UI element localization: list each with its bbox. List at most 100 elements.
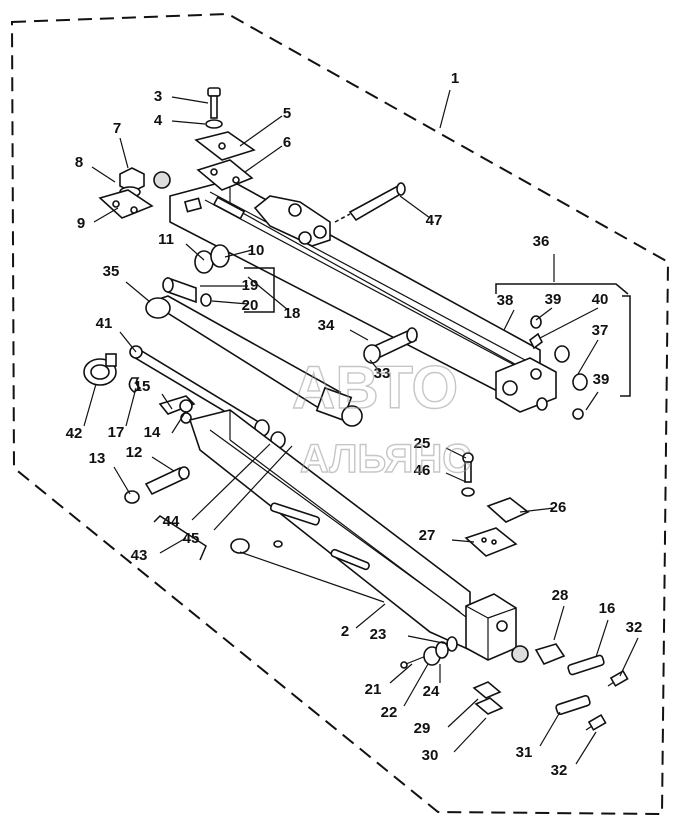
callout-c21: 21 xyxy=(365,681,382,698)
leader-c7 xyxy=(119,137,129,169)
leader-c43 xyxy=(159,537,187,554)
leader-c26 xyxy=(519,507,555,513)
washer-13 xyxy=(124,490,140,504)
bracket-40 xyxy=(620,295,631,397)
leader-c39b xyxy=(585,391,599,411)
callout-c24: 24 xyxy=(423,683,440,700)
leader-c12 xyxy=(151,456,175,472)
leader-c2 xyxy=(355,603,386,629)
pin-47 xyxy=(334,182,406,223)
callout-c16: 16 xyxy=(599,600,616,617)
callout-c42: 42 xyxy=(66,425,83,442)
leader-c40 xyxy=(539,307,599,339)
bracket-36 xyxy=(495,283,629,295)
callout-c45: 45 xyxy=(183,530,200,547)
cylinder-35 xyxy=(145,295,363,427)
plate-6-hole-a xyxy=(210,168,218,176)
callout-c12: 12 xyxy=(126,444,143,461)
washer-23 xyxy=(446,636,458,652)
callout-c14: 14 xyxy=(144,424,161,441)
callout-c46: 46 xyxy=(414,462,431,479)
leader-c32a xyxy=(619,637,639,677)
callout-c2: 2 xyxy=(341,623,349,640)
leader-c17 xyxy=(125,387,137,427)
oring-39-upper xyxy=(530,315,542,329)
callout-c22: 22 xyxy=(381,704,398,721)
leader-c20 xyxy=(211,300,249,305)
callout-c9: 9 xyxy=(77,215,85,232)
callout-c34: 34 xyxy=(318,317,335,334)
callout-c19: 19 xyxy=(242,277,259,294)
plate-9-hole-a xyxy=(112,200,120,208)
bolt-25 xyxy=(462,452,474,483)
bolt-3 xyxy=(207,87,221,119)
plate-27 xyxy=(464,527,518,557)
lubrication-marker-top xyxy=(153,171,171,189)
callout-c3: 3 xyxy=(154,88,162,105)
leader-c41 xyxy=(119,331,137,353)
callout-c40: 40 xyxy=(592,291,609,308)
hinge-bracket xyxy=(253,195,331,247)
watermark-line-1: АВТО xyxy=(292,354,458,421)
callout-c32a: 32 xyxy=(626,619,643,636)
callout-c10: 10 xyxy=(248,242,265,259)
callout-c41: 41 xyxy=(96,315,113,332)
washer-46 xyxy=(461,487,475,497)
leader-lines xyxy=(83,89,639,765)
leader-c25 xyxy=(445,447,467,459)
callout-c35: 35 xyxy=(103,263,120,280)
leader-c5 xyxy=(239,115,283,147)
callout-c17: 17 xyxy=(108,424,125,441)
sleeve-19 xyxy=(162,276,197,304)
link-15 xyxy=(158,395,196,415)
callout-c23: 23 xyxy=(370,626,387,643)
leader-c13 xyxy=(113,466,131,495)
callout-c31: 31 xyxy=(516,744,533,761)
pad-30 xyxy=(474,697,504,715)
callout-c44: 44 xyxy=(163,513,180,530)
washer-14 xyxy=(180,412,192,424)
screw-32-lower xyxy=(585,713,607,731)
plate-9-hole-b xyxy=(130,206,138,214)
clip-17 xyxy=(128,377,142,393)
plate-5-hole xyxy=(218,142,226,150)
leader-c33 xyxy=(369,359,381,373)
callout-c5: 5 xyxy=(283,105,291,122)
callout-c7: 7 xyxy=(113,120,121,137)
block-7 xyxy=(119,167,145,193)
end-block xyxy=(465,593,517,661)
pad-26 xyxy=(486,497,530,523)
callout-c18: 18 xyxy=(284,305,301,322)
leader-c42 xyxy=(83,383,97,427)
bushing-10 xyxy=(210,244,230,268)
leader-c22 xyxy=(403,663,429,707)
leader-c27 xyxy=(451,539,475,543)
leader-c34 xyxy=(349,329,369,341)
callout-c43: 43 xyxy=(131,547,148,564)
leader-c15 xyxy=(161,393,173,410)
callout-c13: 13 xyxy=(89,450,106,467)
callout-c37: 37 xyxy=(592,322,609,339)
leader-c14 xyxy=(171,410,187,434)
clamp-42 xyxy=(83,353,117,386)
pad-29 xyxy=(472,681,502,699)
callout-c36: 36 xyxy=(533,233,550,250)
nut-24 xyxy=(435,641,449,659)
lubrication-marker-bottom xyxy=(511,645,529,663)
callout-c28: 28 xyxy=(552,587,569,604)
leader-c30 xyxy=(453,717,487,753)
plate-27-hole-a xyxy=(481,537,487,543)
callout-c11: 11 xyxy=(158,231,174,248)
callout-c15: 15 xyxy=(134,378,151,395)
callout-c47: 47 xyxy=(426,212,443,229)
strip-31 xyxy=(555,694,591,716)
leader-c39a xyxy=(535,307,553,321)
pin-12 xyxy=(144,466,190,496)
callout-c33: 33 xyxy=(374,365,391,382)
leader-c38 xyxy=(503,309,515,331)
callout-c8: 8 xyxy=(75,154,83,171)
leader-c6 xyxy=(244,145,283,173)
leader-c23 xyxy=(407,635,449,645)
fitting-38 xyxy=(528,332,544,350)
